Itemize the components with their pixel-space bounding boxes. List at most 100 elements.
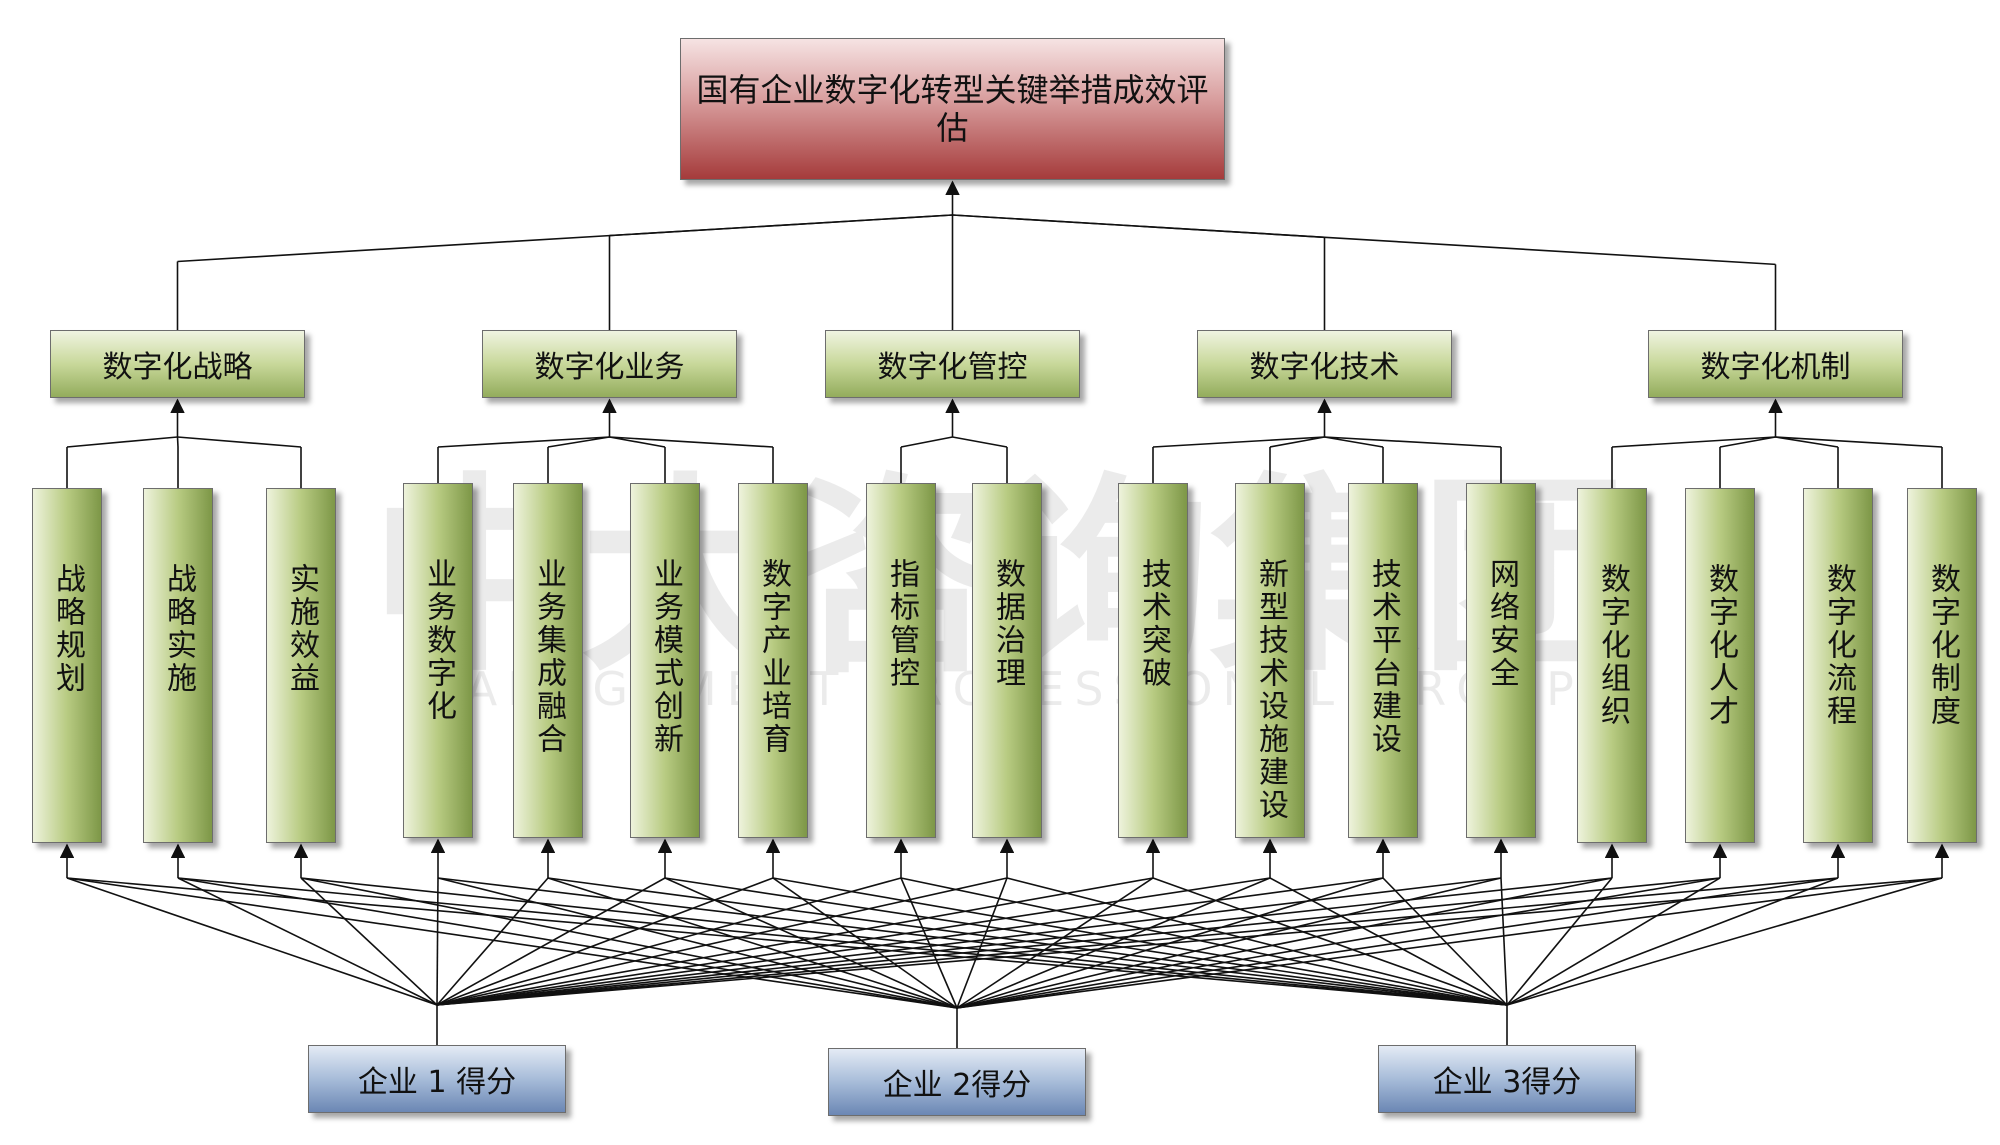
indicator-label: 数字化制度 <box>1925 563 1960 728</box>
enterprise-to-indicator-line <box>66 877 1508 1006</box>
indicator-node: 业务模式创新 <box>630 483 700 838</box>
enterprise-to-indicator-line <box>547 877 1508 1006</box>
indicator-to-category-line <box>1611 436 1776 448</box>
enterprise-to-indicator-line <box>300 877 1508 1006</box>
indicator-label: 数字化流程 <box>1821 563 1856 728</box>
indicator-label: 战略实施 <box>161 563 196 695</box>
enterprise-to-indicator-line <box>956 877 1721 1009</box>
category-to-root-line <box>952 214 1776 266</box>
indicator-label: 数字产业培育 <box>756 558 791 756</box>
enterprise-to-indicator-line <box>664 877 1508 1006</box>
indicator-to-category-line <box>437 436 610 448</box>
indicator-to-category-line <box>952 436 1008 448</box>
enterprise-to-indicator-line <box>437 877 958 1009</box>
enterprise-to-indicator-line <box>177 877 438 1006</box>
edges <box>59 180 1950 1048</box>
enterprise-label: 企业 2得分 <box>882 1068 1032 1103</box>
indicator-node: 数字产业培育 <box>738 483 808 838</box>
indicator-label: 数据治理 <box>990 558 1025 690</box>
enterprise-to-indicator-line <box>956 877 1613 1009</box>
indicator-node: 业务数字化 <box>403 483 473 838</box>
indicator-label: 数字化组织 <box>1595 563 1630 728</box>
indicator-node: 网络安全 <box>1466 483 1536 838</box>
indicator-label: 数字化人才 <box>1703 563 1738 728</box>
indicator-node: 技术平台建设 <box>1348 483 1418 838</box>
category-label: 数字化业务 <box>534 350 685 385</box>
enterprise-to-indicator-line <box>436 877 1943 1006</box>
indicator-node: 指标管控 <box>866 483 936 838</box>
enterprise-to-indicator-line <box>300 877 438 1006</box>
indicator-node: 实施效益 <box>266 488 336 843</box>
enterprise-to-indicator-line <box>772 877 1508 1006</box>
indicator-node: 数字化人才 <box>1685 488 1755 843</box>
indicator-label: 业务集成融合 <box>531 558 566 756</box>
indicator-label: 业务数字化 <box>421 558 456 723</box>
indicator-to-category-line <box>1324 436 1502 448</box>
indicator-node: 数字化制度 <box>1907 488 1977 843</box>
enterprise-to-indicator-line <box>956 877 1154 1009</box>
root-node: 国有企业数字化转型关键举措成效评估 <box>680 38 1225 180</box>
indicator-label: 指标管控 <box>884 558 919 690</box>
enterprise-to-indicator-line <box>1269 877 1508 1006</box>
indicator-to-category-line <box>1152 436 1325 448</box>
category-node: 数字化机制 <box>1648 330 1903 398</box>
indicator-label: 技术平台建设 <box>1366 558 1401 756</box>
indicator-label: 新型技术设施建设 <box>1253 558 1288 822</box>
category-label: 数字化战略 <box>102 350 253 385</box>
enterprise-to-indicator-line <box>1152 877 1508 1006</box>
enterprise-to-indicator-line <box>177 877 1508 1006</box>
category-node: 数字化管控 <box>825 330 1080 398</box>
indicator-to-category-line <box>609 436 666 448</box>
enterprise-to-indicator-line <box>436 877 549 1006</box>
indicator-node: 技术突破 <box>1118 483 1188 838</box>
enterprise-to-indicator-line <box>1006 877 1508 1006</box>
enterprise-to-indicator-line <box>900 877 1508 1006</box>
enterprise-to-indicator-line <box>436 877 902 1006</box>
indicator-label: 实施效益 <box>284 563 319 695</box>
enterprise-to-indicator-line <box>956 877 1271 1009</box>
indicator-to-category-line <box>66 436 178 448</box>
category-label: 数字化机制 <box>1700 350 1851 385</box>
category-label: 数字化管控 <box>877 350 1028 385</box>
indicator-to-category-line <box>1269 436 1325 448</box>
indicator-label: 战略规划 <box>50 563 85 695</box>
indicator-to-category-line <box>609 436 774 448</box>
category-to-root-line <box>609 214 953 237</box>
enterprise-to-indicator-line <box>436 877 666 1006</box>
indicator-to-category-line <box>1775 436 1943 448</box>
indicator-node: 数字化组织 <box>1577 488 1647 843</box>
enterprise-to-indicator-line <box>1506 877 1943 1006</box>
enterprise-to-indicator-line <box>900 877 958 1009</box>
enterprise-to-indicator-line <box>1382 877 1508 1006</box>
indicator-node: 数字化流程 <box>1803 488 1873 843</box>
enterprise-to-indicator-line <box>66 877 438 1006</box>
enterprise-to-indicator-line <box>1506 877 1613 1006</box>
enterprise-to-indicator-line <box>436 877 1008 1006</box>
indicator-label: 技术突破 <box>1136 558 1171 690</box>
indicator-to-category-line <box>1775 436 1839 448</box>
indicator-node: 战略规划 <box>32 488 102 843</box>
enterprise-to-indicator-line <box>437 877 1508 1006</box>
indicator-to-category-line <box>900 436 953 448</box>
enterprise-to-indicator-line <box>956 877 1839 1009</box>
indicator-node: 业务集成融合 <box>513 483 583 838</box>
enterprise-to-indicator-line <box>436 877 1271 1006</box>
indicator-node: 新型技术设施建设 <box>1235 483 1305 838</box>
enterprise-score-node: 企业 1 得分 <box>308 1045 566 1113</box>
indicator-to-category-line <box>1324 436 1384 448</box>
enterprise-to-indicator-line <box>66 877 958 1009</box>
indicator-node: 战略实施 <box>143 488 213 843</box>
indicator-label: 业务模式创新 <box>648 558 683 756</box>
root-label: 国有企业数字化转型关键举措成效评估 <box>696 71 1209 147</box>
enterprise-label: 企业 1 得分 <box>357 1065 517 1100</box>
indicator-to-category-line <box>176 436 179 448</box>
indicator-to-category-line <box>177 436 302 448</box>
indicator-label: 网络安全 <box>1484 558 1519 690</box>
enterprise-to-indicator-line <box>1506 877 1839 1006</box>
indicator-to-category-line <box>547 436 610 448</box>
category-node: 数字化技术 <box>1197 330 1452 398</box>
enterprise-to-indicator-line <box>956 877 1943 1009</box>
indicator-node: 数据治理 <box>972 483 1042 838</box>
category-label: 数字化技术 <box>1249 350 1400 385</box>
